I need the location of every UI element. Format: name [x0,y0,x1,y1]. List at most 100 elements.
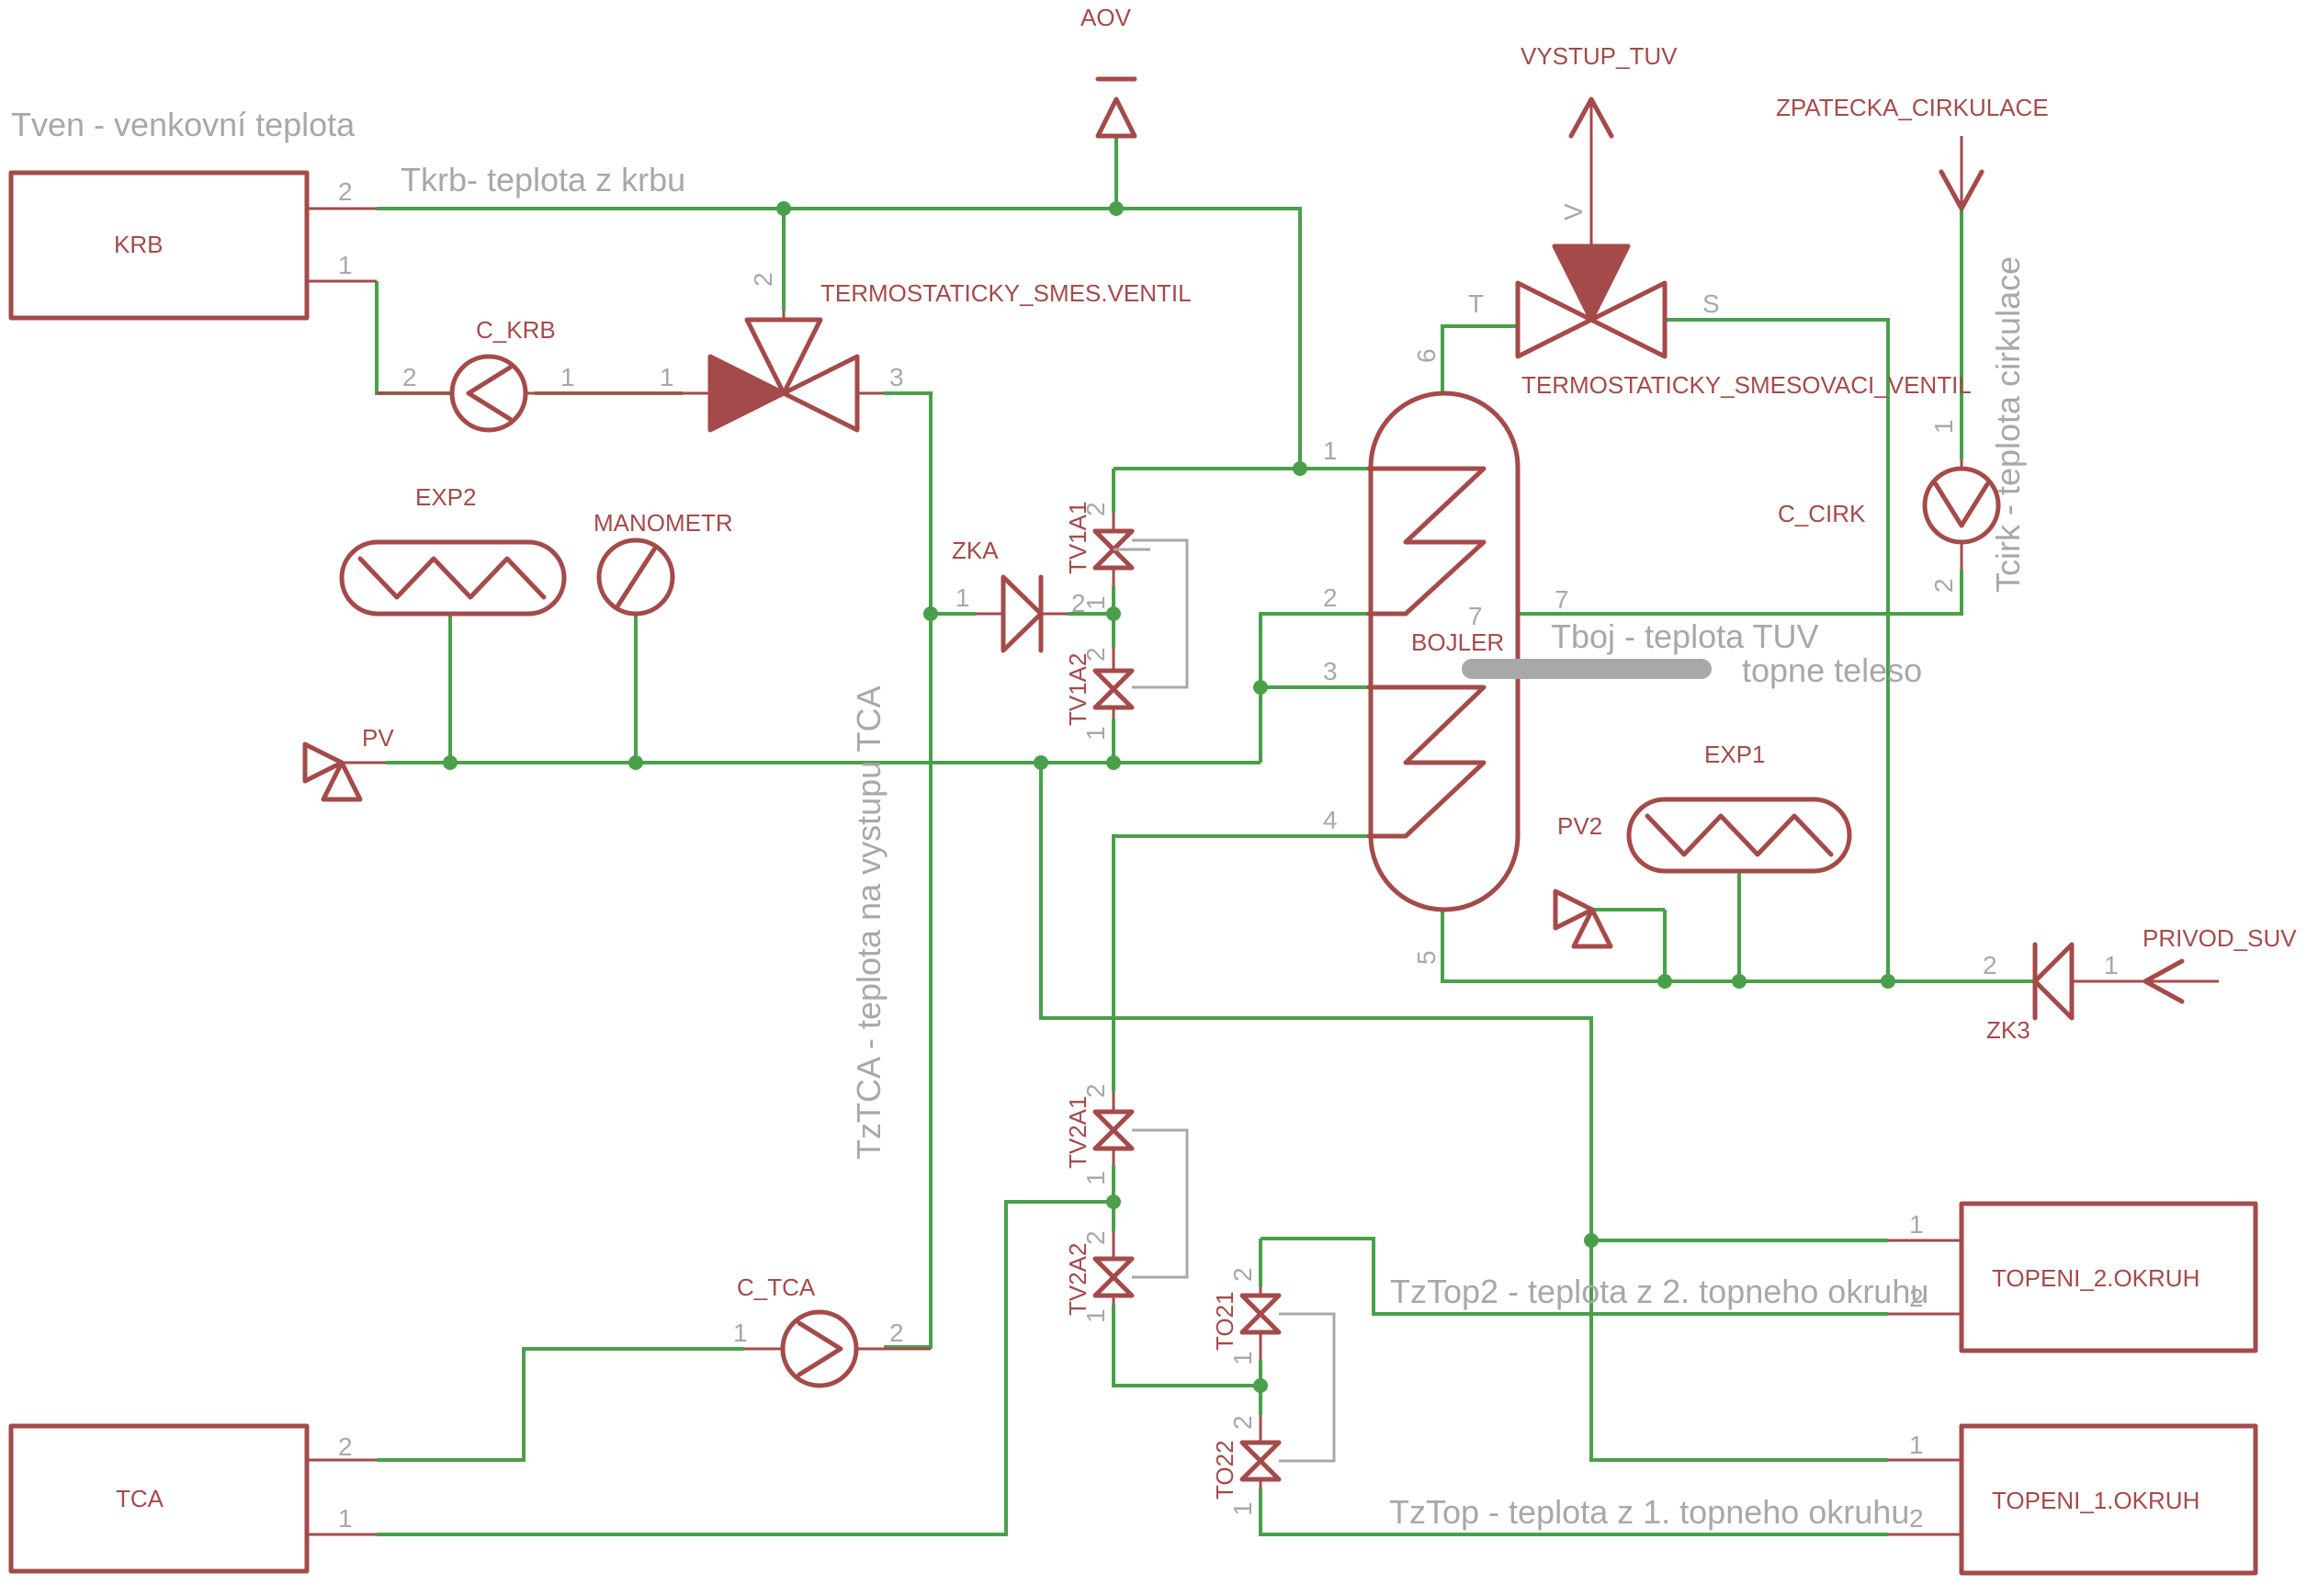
exp1-component: EXP1 [1626,741,1852,874]
junction-dot [776,201,791,216]
pin-label: 2 [889,1319,904,1347]
tztca-annotation: TzTCA - teplota na vystupu TCA [850,685,888,1160]
exp2-component: EXP2 [339,483,567,617]
junction-dot [1106,755,1121,770]
tca-label: TCA [116,1485,164,1512]
pin-label: 2 [338,1432,353,1461]
to22-label: TO22 [1211,1440,1238,1500]
pin-label: 2 [1081,502,1110,516]
tven-annotation: Tven - venkovní teplota [11,106,356,143]
zk3-component: ZK3 PRIVOD_SUV [1986,924,2297,1044]
zka-component: ZKA [952,537,1068,653]
c-krb-pump: C_KRB [377,316,599,433]
tv1a1-valve: TV1A1 [1064,502,1150,586]
junctions [443,201,1895,1393]
pin-label: 2 [1983,951,1997,979]
pv2-component: PV2 [1553,812,1613,949]
tv2a-link [1132,1128,1189,1279]
tcirk-annotation: Tcirk - teplota cirkulace [1989,256,2027,593]
junction-dot [443,755,458,770]
topeni-1-box [1959,1423,2258,1576]
tv2a1-valve: TV2A1 [1064,1092,1135,1170]
net-tsv-out [884,391,933,1349]
net-boj2 [1259,612,1369,763]
net-boj7 [1516,570,1963,616]
pin-label: 1 [1081,1171,1110,1185]
topeni-2-component: TOPENI_2.OKRUH [1888,1201,2258,1353]
pin-label: 1 [1929,419,1958,434]
to21-label: TO21 [1211,1291,1238,1351]
pin-label: 2 [1228,1415,1257,1430]
pin-label: 2 [1909,1504,1924,1533]
topeni-1-label: TOPENI_1.OKRUH [1992,1487,2199,1514]
pin-label: 1 [1909,1431,1924,1459]
junction-dot [1881,974,1895,989]
tsv-label: TERMOSTATICKY_SMES.VENTIL [820,279,1192,307]
exp1-label: EXP1 [1704,741,1766,768]
pin-label: 2 [1909,1284,1924,1312]
c-tca-pump: C_TCA [737,1273,931,1388]
privod-suv-label: PRIVOD_SUV [2143,924,2297,952]
tboj-annotation: Tboj - teplota TUV [1551,617,1818,655]
pin-label: 6 [1412,348,1441,363]
tv1a1-label: TV1A1 [1064,502,1091,575]
topeni-2-label: TOPENI_2.OKRUH [1992,1264,2199,1292]
c-cirk-label: C_CIRK [1778,500,1866,527]
pin-label: 1 [560,363,575,391]
junction-dot [1109,201,1124,216]
pin-label: 5 [1412,950,1441,965]
pin-label: 7 [1468,602,1483,630]
junction-dot [1106,606,1121,621]
pin-label: 7 [1555,585,1569,614]
vystup-tuv-label: VYSTUP_TUV [1521,42,1678,70]
junction-dot [1584,1233,1599,1248]
pin-label: S [1702,289,1720,318]
pv-component: PV [302,724,394,802]
pin-label: 2 [1081,1083,1110,1098]
manometr-label: MANOMETR [594,509,733,537]
krb-label: KRB [114,231,163,258]
junction-dot [1034,755,1048,770]
net-ttsv-s [1665,318,1890,981]
topne-teleso-annotation: topne teleso [1742,651,1922,689]
net-boj5 [1441,910,1962,983]
pin-label: 2 [1081,647,1110,662]
pin-label: 4 [1323,806,1338,834]
net-topeni-supply [1039,763,1888,1242]
net-boj4 [1112,834,1369,1092]
pin-label: 1 [733,1319,748,1347]
termostaticky-smesovaci-ventil: TERMOSTATICKY_SMESOVACI_VENTIL VYSTUP_TU… [1515,42,1972,399]
to2-link [1279,1312,1336,1463]
junction-dot [1293,461,1307,476]
pin-label: 1 [1081,726,1110,741]
tv1a-link [1132,538,1189,689]
tv2a2-label: TV2A2 [1064,1243,1091,1317]
net-krb-out [377,207,1302,469]
pin-label: 2 [1081,1230,1110,1245]
pin-label: 2 [338,177,353,206]
net-tca2 [377,1347,744,1462]
termostaticky-smes-ventil: TERMOSTATICKY_SMES.VENTIL [599,279,1192,433]
c-tca-label: C_TCA [737,1273,816,1301]
pin-label: 2 [402,363,417,391]
pin-label: 2 [749,272,777,287]
nets [375,136,2035,1536]
zpatecka-cirkulace: ZPATECKA_CIRKULACE [1776,94,2049,211]
junction-dot [1732,974,1747,989]
pin-label: 3 [1323,657,1338,685]
pin-label: V [1559,203,1588,221]
tv2a1-label: TV2A1 [1064,1096,1091,1170]
pin-label: 1 [2104,951,2119,979]
tv1a2-valve: TV1A2 [1064,648,1135,726]
junction-dot [628,755,643,770]
net-tca1 [377,1200,1114,1536]
bojler-tank [1368,391,1521,912]
junction-dot [1657,974,1672,989]
bojler-component: BOJLER [1366,391,1712,912]
c-krb-label: C_KRB [476,316,556,344]
pin-label: 1 [338,1504,353,1533]
pin-label: 1 [1323,436,1338,465]
pin-label: 2 [1929,578,1958,593]
pin-label: 2 [1071,589,1086,617]
